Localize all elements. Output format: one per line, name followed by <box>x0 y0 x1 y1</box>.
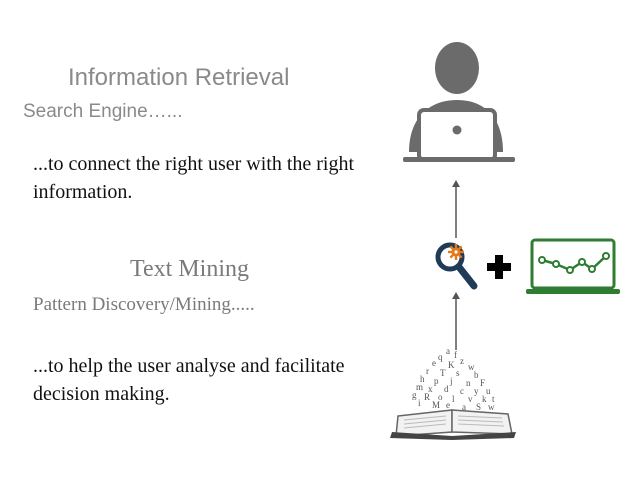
svg-text:m: m <box>416 382 423 392</box>
svg-text:o: o <box>438 392 443 402</box>
svg-text:y: y <box>474 386 479 396</box>
text-mining-subtitle: Pattern Discovery/Mining..... <box>33 294 255 315</box>
svg-text:q: q <box>438 352 443 362</box>
svg-text:S: S <box>476 402 481 412</box>
svg-text:b: b <box>474 370 479 380</box>
svg-text:i: i <box>418 398 421 408</box>
upper-arrow <box>452 180 460 238</box>
svg-text:d: d <box>444 384 449 394</box>
svg-text:M: M <box>432 400 440 410</box>
svg-text:R: R <box>424 392 430 402</box>
information-retrieval-title: Information Retrieval <box>68 64 290 91</box>
svg-text:r: r <box>426 366 429 376</box>
magnifier-gear-icon <box>435 242 478 290</box>
svg-text:e: e <box>432 358 436 368</box>
svg-text:z: z <box>460 356 464 366</box>
lower-arrow <box>452 292 460 350</box>
svg-text:v: v <box>468 394 473 404</box>
svg-text:j: j <box>449 376 453 386</box>
svg-text:a: a <box>446 346 450 356</box>
information-retrieval-description: ...to connect the right user with the ri… <box>33 153 355 203</box>
svg-text:p: p <box>434 376 439 386</box>
svg-text:a: a <box>462 402 466 412</box>
text-mining-description: ...to help the user analyse and facilita… <box>33 355 345 405</box>
svg-text:c: c <box>460 386 464 396</box>
svg-text:f: f <box>454 350 457 360</box>
text-mining-title: Text Mining <box>130 256 249 282</box>
line-chart-monitor-icon <box>526 238 620 294</box>
svg-text:T: T <box>440 368 446 378</box>
plus-icon <box>487 255 511 279</box>
svg-text:g: g <box>412 390 417 400</box>
user-with-laptop-icon <box>403 42 515 162</box>
svg-text:e: e <box>446 400 450 410</box>
svg-text:K: K <box>448 360 455 370</box>
svg-text:l: l <box>452 394 455 404</box>
svg-text:t: t <box>492 394 495 404</box>
svg-text:F: F <box>480 378 485 388</box>
svg-text:h: h <box>420 374 425 384</box>
svg-text:w: w <box>488 402 495 412</box>
svg-text:n: n <box>466 378 471 388</box>
svg-text:k: k <box>482 394 487 404</box>
information-retrieval-subtitle: Search Engine…... <box>23 101 183 122</box>
svg-text:u: u <box>486 386 491 396</box>
svg-text:s: s <box>456 368 460 378</box>
svg-text:w: w <box>468 362 475 372</box>
svg-text:x: x <box>428 384 433 394</box>
